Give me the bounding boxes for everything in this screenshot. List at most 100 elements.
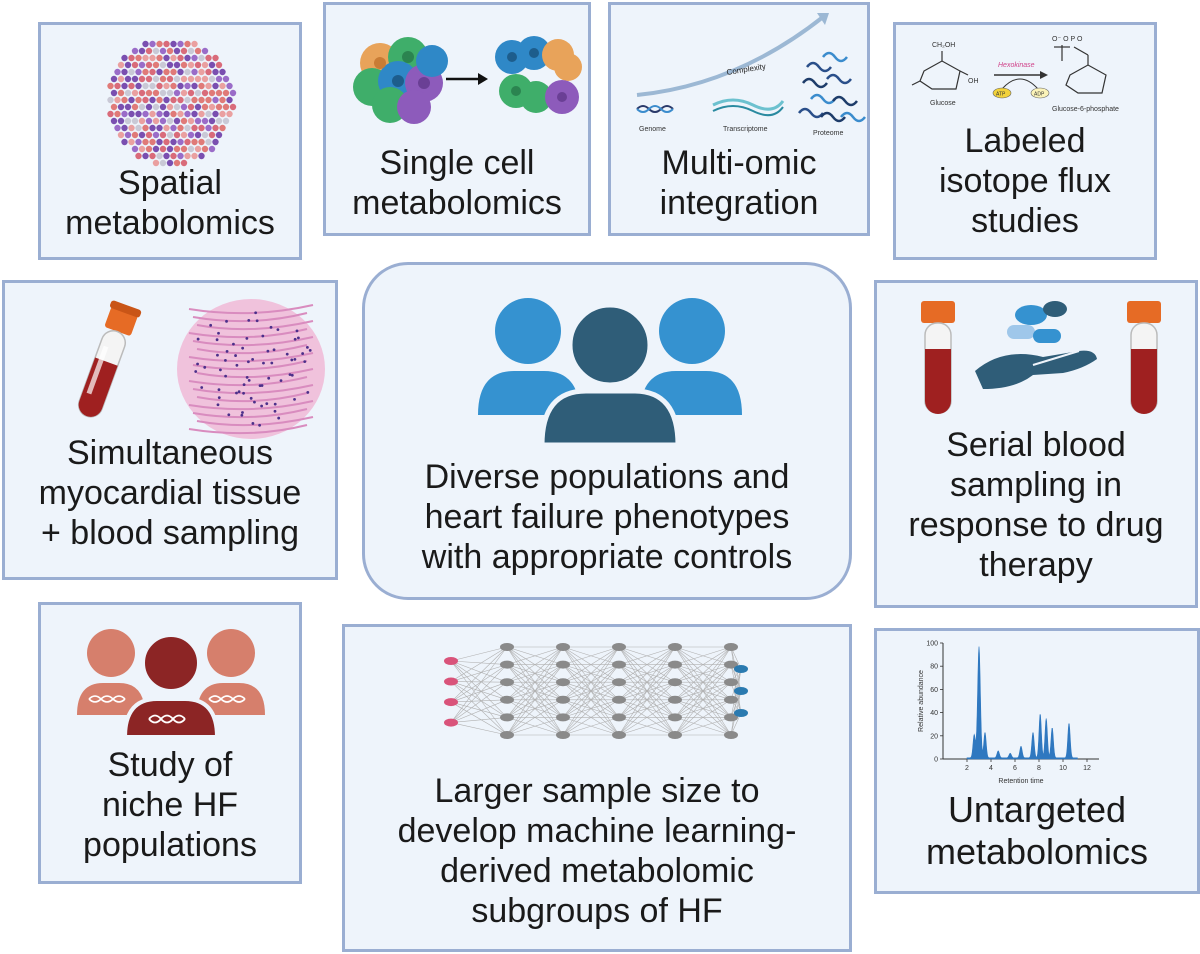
tissue-nucleus xyxy=(261,334,265,338)
chromatogram-trace xyxy=(966,646,1078,760)
blood-tube-right-icon xyxy=(1127,301,1161,414)
spatial-dot xyxy=(149,96,156,104)
tissue-nucleus xyxy=(253,400,256,404)
spatial-dot xyxy=(149,138,156,146)
connection xyxy=(506,664,564,736)
tissue-nucleus xyxy=(273,402,277,406)
spatial-dot xyxy=(152,117,160,125)
spatial-dot xyxy=(201,131,209,139)
tissue-nucleus xyxy=(235,391,238,395)
hidden-node xyxy=(668,660,682,669)
tissue-fiber xyxy=(196,416,314,427)
spatial-dot xyxy=(208,75,216,83)
tissue-nucleus xyxy=(305,345,309,349)
tissue-nucleus xyxy=(203,365,207,369)
population-group-icon xyxy=(478,298,742,447)
spatial-dot xyxy=(219,124,226,132)
tissue-nucleus xyxy=(219,368,222,372)
output-node xyxy=(734,665,748,673)
tissue-nucleus xyxy=(240,413,244,417)
connection xyxy=(562,681,620,736)
card-serial-blood-sampling: Serial blood sampling in response to dru… xyxy=(874,280,1198,608)
dna-helix-icon xyxy=(636,105,674,113)
hidden-node xyxy=(500,660,514,669)
spatial-dot xyxy=(177,110,184,118)
spatial-dot xyxy=(187,131,195,139)
spatial-dot xyxy=(184,40,191,48)
spatial-dot xyxy=(156,124,163,132)
spatial-dot xyxy=(170,40,177,48)
spatial-dot xyxy=(159,159,167,167)
connection xyxy=(674,646,732,665)
spatial-dot xyxy=(170,96,177,104)
tissue-fiber xyxy=(196,368,314,379)
connection xyxy=(450,701,508,736)
spatial-dot xyxy=(191,82,198,90)
connection xyxy=(618,717,676,736)
dna-icon xyxy=(148,714,186,724)
adp-label: ADP xyxy=(1034,92,1045,98)
spatial-dot xyxy=(194,145,202,153)
tissue-fiber xyxy=(192,384,314,395)
spatial-dot xyxy=(166,47,174,55)
hidden-node xyxy=(612,713,626,722)
spatial-dot xyxy=(180,159,188,167)
hidden-node xyxy=(556,678,570,687)
spatial-dot xyxy=(201,61,209,69)
tissue-nucleus xyxy=(216,403,220,407)
spatial-dot xyxy=(138,89,146,97)
spatial-dot xyxy=(114,68,121,76)
spatial-dot xyxy=(145,145,153,153)
tissue-fiber xyxy=(188,376,308,387)
spatial-dot xyxy=(219,68,226,76)
spatial-dot xyxy=(163,124,170,132)
spatial-dot xyxy=(184,152,191,160)
spatial-dot xyxy=(173,131,181,139)
spatial-dot xyxy=(138,145,146,153)
tissue-nucleus xyxy=(277,416,281,420)
tissue-histology-icon xyxy=(177,299,325,439)
spatial-dot xyxy=(131,145,139,153)
spatial-dot xyxy=(142,96,149,104)
spatial-dot xyxy=(177,68,184,76)
transcriptome-label: Transcriptome xyxy=(723,126,768,133)
tissue-nucleus xyxy=(242,391,245,395)
blood-tube-icon xyxy=(77,300,142,418)
connection xyxy=(450,664,508,703)
spatial-dot xyxy=(187,61,195,69)
spatial-dot xyxy=(142,40,149,48)
connection xyxy=(450,699,508,723)
spatial-dot xyxy=(121,54,128,62)
spatial-dot xyxy=(163,110,170,118)
spatial-dot xyxy=(145,75,153,83)
card-label: Larger sample size to develop machine le… xyxy=(397,772,797,930)
hidden-node xyxy=(724,660,738,669)
spatial-dot xyxy=(131,131,139,139)
spatial-dot xyxy=(177,40,184,48)
spatial-dot xyxy=(114,124,121,132)
tissue-nucleus xyxy=(215,338,219,342)
spatial-dot xyxy=(191,68,198,76)
spatial-dot xyxy=(117,131,125,139)
spatial-dot xyxy=(173,159,181,167)
spatial-dot xyxy=(194,89,202,97)
tissue-nucleus xyxy=(237,390,241,394)
spatial-dot xyxy=(219,82,226,90)
card-label: Simultaneous myocardial tissue + blood s… xyxy=(38,434,302,552)
connection xyxy=(450,646,508,662)
spatial-dot xyxy=(152,103,160,111)
spatial-dot xyxy=(201,117,209,125)
spatial-dot xyxy=(184,124,191,132)
spatial-dot xyxy=(170,124,177,132)
tissue-nucleus xyxy=(232,342,235,346)
connection xyxy=(618,646,676,665)
spatial-dot xyxy=(212,124,219,132)
connection xyxy=(730,690,742,718)
cell-sorting-icon xyxy=(353,36,582,124)
spatial-dot xyxy=(187,89,195,97)
spatial-dot xyxy=(131,117,139,125)
connection xyxy=(506,699,564,736)
spatial-dot xyxy=(187,47,195,55)
card-simultaneous-sampling: Simultaneous myocardial tissue + blood s… xyxy=(2,280,338,580)
